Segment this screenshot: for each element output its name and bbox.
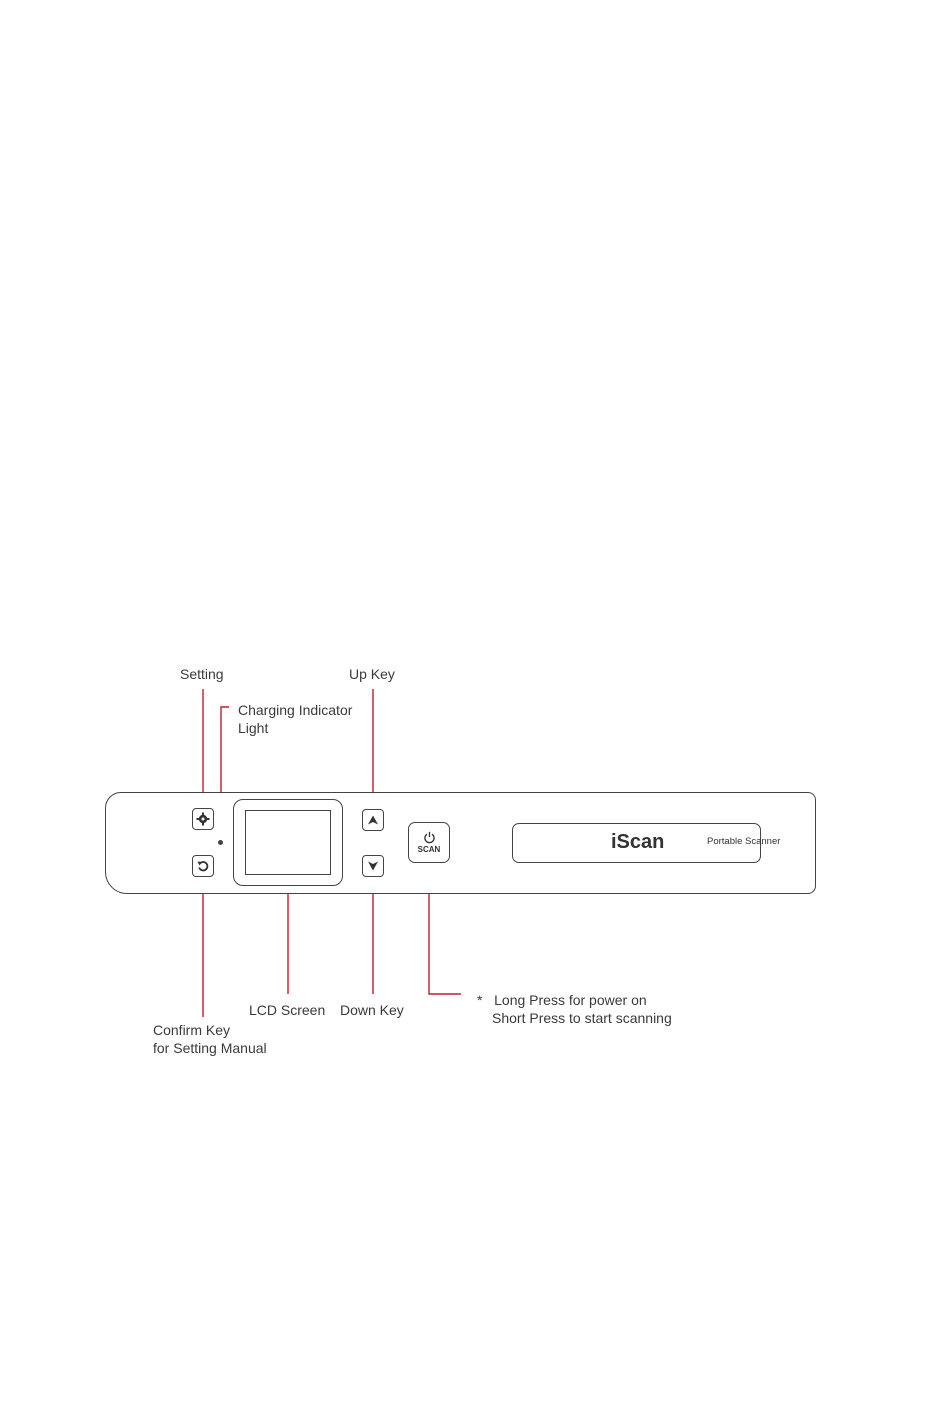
label-charging-line2: Light xyxy=(238,719,352,737)
down-key[interactable] xyxy=(362,855,384,877)
confirm-key[interactable] xyxy=(192,855,214,877)
lcd-screen xyxy=(245,810,331,875)
brand-name: iScan xyxy=(611,830,664,854)
power-icon xyxy=(423,831,436,844)
label-setting: Setting xyxy=(180,665,224,683)
label-confirm-line1: Confirm Key xyxy=(153,1021,267,1039)
label-charging-indicator: Charging Indicator Light xyxy=(238,701,352,737)
up-key[interactable] xyxy=(362,809,384,831)
triangle-up-icon xyxy=(367,814,379,826)
label-scan-note-line2: Short Press to start scanning xyxy=(477,1009,672,1027)
gear-icon xyxy=(196,812,210,826)
label-scan-note: * Long Press for power on Short Press to… xyxy=(477,991,672,1027)
label-scan-note-line1: * Long Press for power on xyxy=(477,991,672,1009)
label-charging-line1: Charging Indicator xyxy=(238,701,352,719)
setting-key[interactable] xyxy=(192,808,214,830)
scan-button-label: SCAN xyxy=(418,845,441,854)
brand-subtitle: Portable Scanner xyxy=(707,836,780,848)
label-lcd-screen: LCD Screen xyxy=(249,1001,325,1019)
label-confirm-key: Confirm Key for Setting Manual xyxy=(153,1021,267,1057)
charging-indicator-light xyxy=(218,840,223,845)
return-arrow-icon xyxy=(196,859,210,873)
scan-power-button[interactable]: SCAN xyxy=(408,822,450,863)
label-down-key: Down Key xyxy=(340,1001,404,1019)
label-confirm-line2: for Setting Manual xyxy=(153,1039,267,1057)
label-up-key: Up Key xyxy=(349,665,395,683)
triangle-down-icon xyxy=(367,860,379,872)
